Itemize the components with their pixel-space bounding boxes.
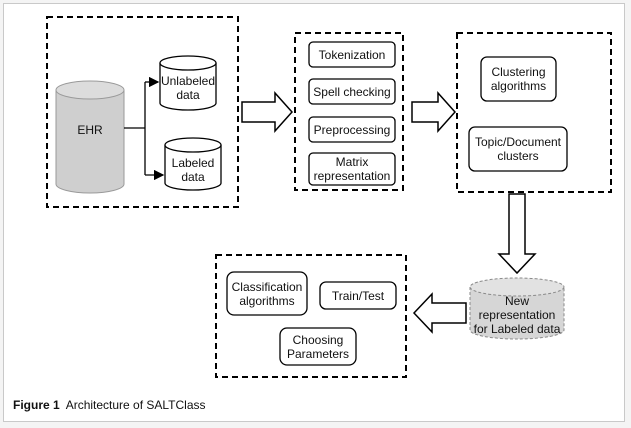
unlabeled-data-icon	[159, 55, 217, 111]
block-arrow-left	[412, 292, 467, 334]
preprocessing-box	[308, 116, 396, 143]
new-representation-icon	[469, 277, 565, 340]
ehr-connectors	[124, 76, 165, 181]
classification-algorithms-box	[226, 271, 308, 316]
tokenization-box	[308, 41, 396, 68]
topic-clusters-box	[468, 126, 568, 172]
spell-checking-box	[308, 78, 396, 105]
train-test-box	[319, 281, 397, 310]
ehr-database-icon	[55, 80, 125, 194]
choosing-parameters-box	[279, 327, 357, 366]
block-arrow-2	[411, 91, 457, 133]
classification-group	[215, 254, 407, 378]
caption-label: Figure 1	[13, 398, 60, 412]
preprocessing-group	[294, 32, 404, 191]
block-arrow-1	[241, 91, 294, 133]
clustering-group	[456, 32, 612, 193]
data-sources-group	[46, 16, 239, 208]
labeled-data-icon	[164, 137, 222, 191]
caption-text: Architecture of SALTClass	[65, 398, 206, 412]
clustering-algorithms-box	[480, 56, 557, 102]
block-arrow-down	[497, 193, 537, 275]
matrix-representation-box	[308, 152, 396, 186]
figure-caption: Figure 1 Architecture of SALTClass	[13, 398, 206, 412]
